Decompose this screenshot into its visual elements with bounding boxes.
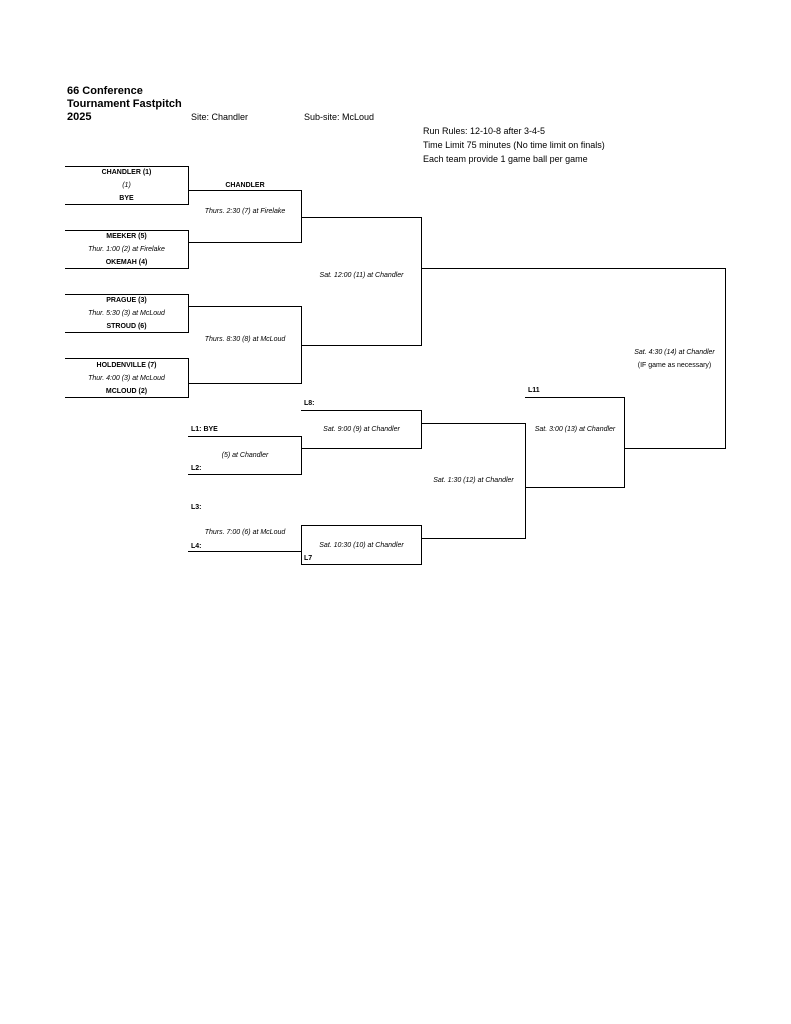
bracket-line: [65, 332, 189, 333]
bracket-line: [624, 448, 726, 449]
bracket-line: [188, 474, 302, 475]
bracket-line: [301, 436, 302, 475]
game-9-label: Sat. 9:00 (9) at Chandler: [323, 426, 400, 433]
bracket-line: [301, 217, 422, 218]
game-4-label: Thur. 4:00 (3) at McLoud: [88, 375, 165, 382]
game-14-label: Sat. 4:30 (14) at Chandler: [634, 349, 715, 356]
game-12-label: Sat. 1:30 (12) at Chandler: [433, 477, 514, 484]
rule-run: Run Rules: 12-10-8 after 3-4-5: [423, 126, 546, 136]
bracket-line: [188, 242, 302, 243]
bracket-line: [301, 525, 422, 526]
game-7-label: Thurs. 2:30 (7) at Firelake: [204, 208, 286, 215]
bracket-line: [65, 166, 189, 167]
bracket-line: [624, 397, 625, 488]
bracket-line: [188, 306, 302, 307]
team-holdenville: HOLDENVILLE (7): [96, 362, 157, 369]
bracket-line: [301, 345, 422, 346]
bracket-line: [65, 397, 189, 398]
bracket-line: [188, 230, 189, 269]
rule-time-limit: Time Limit 75 minutes (No time limit on …: [423, 140, 605, 150]
bracket-line: [188, 190, 302, 191]
bracket-line: [421, 410, 422, 449]
bracket-line: [188, 358, 189, 398]
loser-8-label: L8:: [304, 400, 315, 407]
game-10-label: Sat. 10:30 (10) at Chandler: [319, 542, 404, 549]
team-prague: PRAGUE (3): [106, 297, 147, 304]
rule-game-ball: Each team provide 1 game ball per game: [423, 154, 588, 164]
game-1-label: (1): [122, 182, 131, 189]
bracket-line: [301, 190, 302, 243]
game-14-note: (IF game as necessary): [637, 362, 712, 369]
bracket-line: [65, 268, 189, 269]
subsite-label: Sub-site: McLoud: [304, 112, 375, 122]
title-line-3: 2025: [67, 111, 92, 123]
loser-4-label: L4:: [191, 543, 202, 550]
team-chandler: CHANDLER (1): [101, 169, 152, 176]
bracket-line: [421, 217, 422, 346]
team-okemah: OKEMAH (4): [105, 259, 148, 266]
bracket-line: [421, 268, 726, 269]
game-11-label: Sat. 12:00 (11) at Chandler: [319, 272, 404, 279]
title-line-2: Tournament Fastpitch: [67, 98, 182, 110]
bracket-line: [188, 436, 302, 437]
loser-11-label: L11: [528, 387, 540, 394]
title-line-1: 66 Conference: [67, 85, 143, 97]
winner-chandler: CHANDLER: [225, 182, 265, 189]
bracket-line: [65, 358, 189, 359]
loser-2-label: L2:: [191, 465, 202, 472]
bracket-line: [421, 423, 526, 424]
bracket-line: [301, 564, 422, 565]
bracket-line: [65, 294, 189, 295]
loser-7-label: L7: [304, 555, 313, 562]
bracket-line: [188, 383, 302, 384]
bracket-line: [188, 551, 302, 552]
game-5-label: (5) at Chandler: [221, 452, 269, 459]
team-meeker: MEEKER (5): [106, 233, 147, 240]
bracket-line: [525, 487, 625, 488]
bracket-line: [421, 538, 526, 539]
bracket-line: [188, 166, 189, 205]
game-3-label: Thur. 5:30 (3) at McLoud: [88, 310, 165, 317]
game-2-label: Thur. 1:00 (2) at Firelake: [88, 246, 165, 253]
bracket-line: [725, 268, 726, 449]
bracket-line: [65, 230, 189, 231]
bracket-line: [301, 410, 422, 411]
bracket-line: [525, 397, 625, 398]
loser-1-label: L1: BYE: [191, 426, 218, 433]
team-stroud: STROUD (6): [106, 323, 147, 330]
loser-3-label: L3:: [191, 504, 202, 511]
game-6-label: Thurs. 7:00 (6) at McLoud: [204, 529, 286, 536]
bracket-line: [65, 204, 189, 205]
bracket-line: [301, 525, 302, 565]
bracket-line: [301, 448, 422, 449]
bracket-line: [188, 294, 189, 333]
bracket-line: [525, 423, 526, 539]
game-8-label: Thurs. 8:30 (8) at McLoud: [204, 336, 286, 343]
bracket-line: [421, 525, 422, 565]
team-mcloud: MCLOUD (2): [105, 388, 148, 395]
game-13-label: Sat. 3:00 (13) at Chandler: [534, 426, 616, 433]
site-label: Site: Chandler: [191, 112, 249, 122]
team-bye: BYE: [119, 195, 134, 202]
